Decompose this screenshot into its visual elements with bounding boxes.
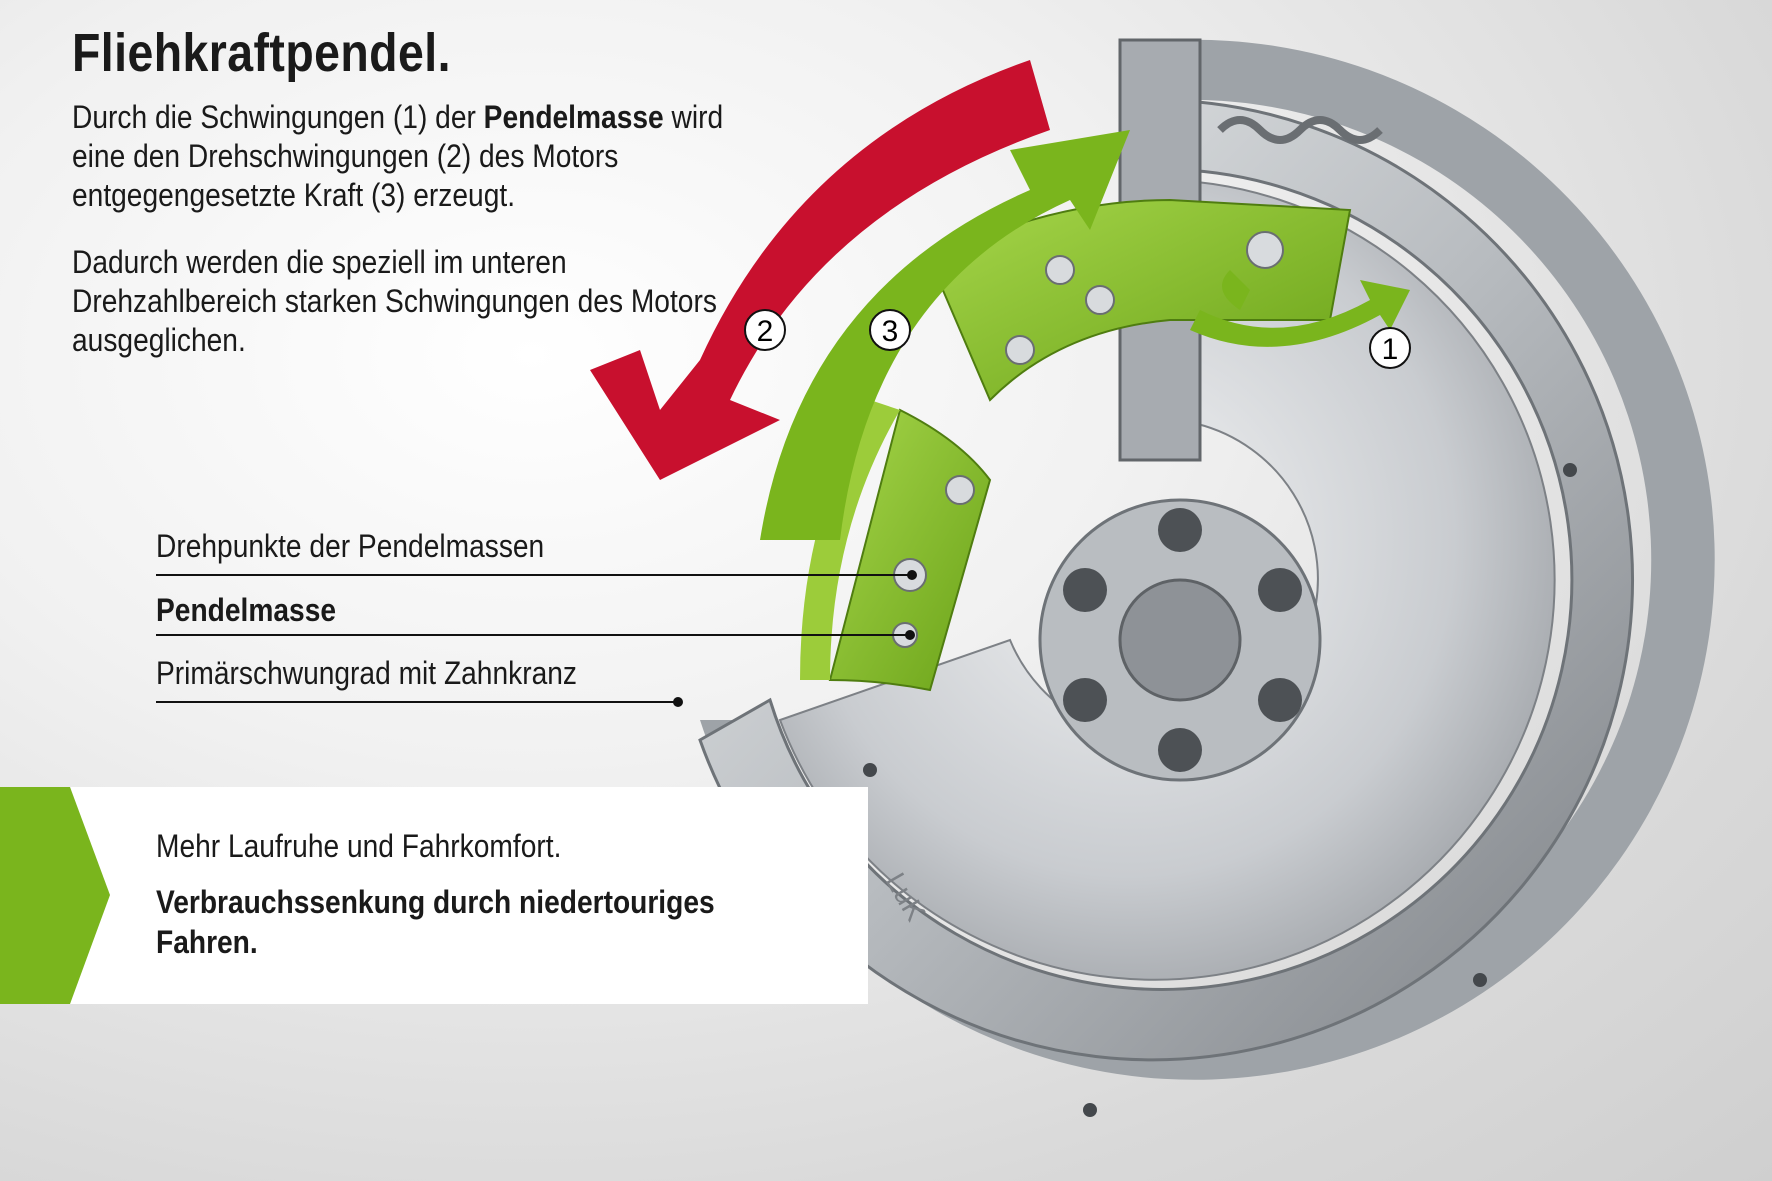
intro-paragraph-2: Dadurch werden die speziell im unteren D… <box>72 244 717 358</box>
green-arrow <box>760 130 1130 540</box>
intro-p1-start: Durch die Schwingungen (1) der <box>72 99 484 135</box>
leader-flywheel <box>156 701 678 703</box>
intro-p1-end: wird eine den Drehschwingungen (2) des M… <box>72 99 724 213</box>
flywheel-disc <box>698 98 1634 1062</box>
pendulum-mass-edge <box>800 400 900 680</box>
benefit-text: Mehr Laufruhe und Fahrkomfort. Verbrauch… <box>156 826 772 962</box>
hub-center <box>1118 578 1242 702</box>
luk-logo-text: LuK <box>880 868 932 927</box>
marker-1: 1 <box>1369 327 1411 369</box>
marker-3-label: 3 <box>882 315 899 348</box>
luk-logo: LuK <box>880 868 932 927</box>
hub-holes <box>1063 508 1302 772</box>
marker-2: 2 <box>744 309 786 351</box>
chevron-icon <box>0 787 110 1004</box>
leader-pivot <box>156 574 912 576</box>
marker-1-label: 1 <box>1382 333 1399 366</box>
oscillation-arrow <box>1190 270 1410 347</box>
benefit-banner <box>0 787 868 1004</box>
red-arrow <box>590 60 1050 480</box>
marker-2-label: 2 <box>757 315 774 348</box>
callout-flywheel: Primärschwungrad mit Zahnkranz <box>156 655 577 691</box>
leader-mass <box>156 634 910 636</box>
callout-pivot: Drehpunkte der Pendelmassen <box>156 528 545 564</box>
callout-mass: Pendelmasse <box>156 592 337 628</box>
intro-paragraph-1: Durch die Schwingungen (1) der Pendelmas… <box>72 98 741 215</box>
leader-dots <box>673 570 917 707</box>
intro-text: Durch die Schwingungen (1) der Pendelmas… <box>72 98 741 388</box>
rim-holes <box>863 463 1577 1117</box>
pivot-bolts <box>892 231 1284 648</box>
arc-spring <box>1217 116 1383 144</box>
flywheel-face <box>778 178 1556 981</box>
intro-p1-bold: Pendelmasse <box>483 99 664 135</box>
benefit-line-2: Verbrauchssenkung durch niedertouriges F… <box>156 884 715 960</box>
benefit-line-1: Mehr Laufruhe und Fahrkomfort. <box>156 828 562 864</box>
marker-3: 3 <box>869 309 911 351</box>
page-title: Fliehkraftpendel. <box>72 23 451 83</box>
